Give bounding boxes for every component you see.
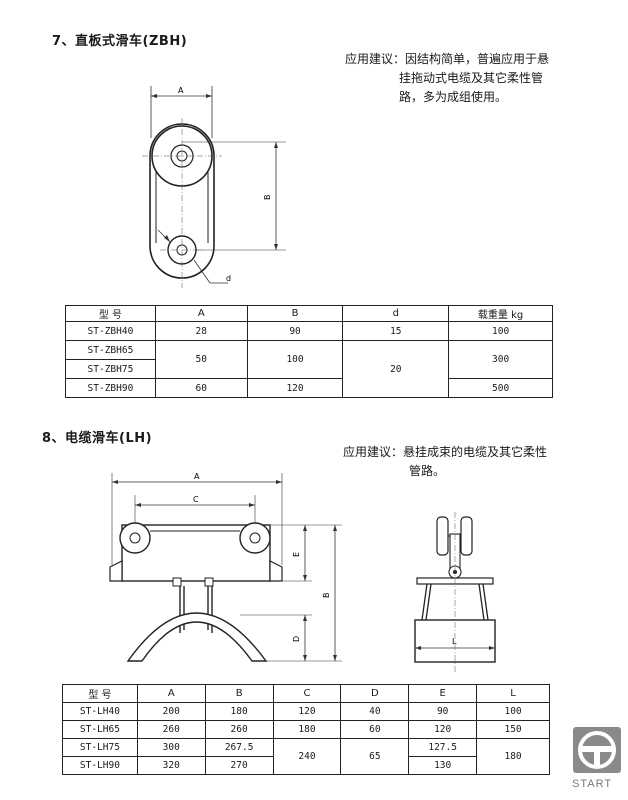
cell-b: 90	[246, 321, 344, 341]
cell-a: 300	[136, 738, 206, 757]
cell-model: ST-ZBH75	[65, 359, 156, 379]
cell-b: 267.5	[204, 738, 274, 757]
header-d: d	[342, 305, 450, 322]
cell-c: 120	[272, 702, 342, 721]
cell-d-merged: 65	[340, 738, 410, 775]
table-row: ST-LH65 260 260 180 60 120 150	[62, 720, 550, 739]
table-row: ST-LH40 200 180 120 40 90 100	[62, 702, 550, 721]
dim-e-label: E	[292, 552, 301, 557]
cell-model: ST-ZBH90	[65, 378, 156, 398]
cell-load: 100	[448, 321, 553, 341]
dim-b-label: B	[263, 195, 272, 201]
cell-model: ST-ZBH65	[65, 340, 156, 360]
header-a: A	[154, 305, 248, 322]
dim-l-label: L	[452, 637, 457, 646]
cell-d: 40	[340, 702, 410, 721]
header-model: 型 号	[62, 684, 138, 703]
start-logo-text: START	[572, 778, 613, 790]
cell-c-merged: 240	[272, 738, 342, 775]
header-load: 载重量 kg	[448, 305, 553, 322]
cell-a-merged: 50	[154, 340, 248, 379]
cell-l-merged: 180	[476, 738, 550, 775]
lh-trolley-front-drawing: A C E B D	[109, 472, 342, 662]
zbh-trolley-drawing: A B d	[142, 86, 286, 288]
cell-e: 130	[408, 756, 478, 775]
dim-d-label: d	[226, 274, 231, 283]
header-b: B	[204, 684, 274, 703]
cell-a: 28	[154, 321, 248, 341]
section-7-application-note: 应用建议：因结构简单，普遍应用于悬 挂拖动式电缆及其它柔性管 路，多为成组使用。	[345, 50, 595, 107]
table-row: ST-LH75 300 267.5 240 65 127.5 180	[62, 738, 550, 775]
cell-b: 270	[204, 756, 274, 775]
section-8-heading: 8、电缆滑车(LH)	[42, 431, 153, 446]
dim-b-label: B	[322, 593, 331, 599]
cell-model: ST-LH90	[62, 756, 138, 775]
section-8-application-note: 应用建议：悬挂成束的电缆及其它柔性 管路。	[343, 443, 603, 481]
section-7-heading: 7、直板式滑车(ZBH)	[52, 34, 188, 49]
cell-model: ST-LH75	[62, 738, 138, 757]
header-model: 型 号	[65, 305, 156, 322]
cell-d: 15	[342, 321, 450, 341]
cell-l: 150	[476, 720, 550, 739]
cell-d: 60	[340, 720, 410, 739]
header-c: C	[272, 684, 342, 703]
cell-b-merged: 100	[246, 340, 344, 379]
cell-a: 320	[136, 756, 206, 775]
table-row: ST-ZBH40 28 90 15 100	[65, 321, 553, 341]
cell-load: 500	[448, 378, 553, 398]
header-l: L	[476, 684, 550, 703]
table-row: ST-LH90 320 270 130	[62, 756, 550, 775]
cell-model: ST-LH65	[62, 720, 138, 739]
cell-a: 260	[136, 720, 206, 739]
cell-model: ST-LH40	[62, 702, 138, 721]
cell-d-merged: 20	[342, 340, 450, 398]
cell-model: ST-ZBH40	[65, 321, 156, 341]
lh-spec-table: 型 号 A B C D E L ST-LH40 200 180 120 40 9…	[62, 684, 550, 775]
header-b: B	[246, 305, 344, 322]
dim-d-label: D	[292, 636, 301, 642]
cell-load-merged: 300	[448, 340, 553, 379]
note-line: 应用建议：因结构简单，普遍应用于悬	[345, 52, 550, 66]
table-row: ST-ZBH65 50 100 20 300	[65, 340, 553, 398]
dim-a-label: A	[194, 472, 200, 481]
cell-a: 60	[154, 378, 248, 398]
start-logo-icon	[573, 727, 621, 773]
note-line: 管路。	[409, 464, 446, 478]
cell-e: 127.5	[408, 738, 478, 757]
header-e: E	[408, 684, 478, 703]
table-header-row: 型 号 A B d 载重量 kg	[65, 305, 553, 322]
zbh-spec-table: 型 号 A B d 载重量 kg ST-ZBH40 28 90 15 100 S…	[65, 305, 553, 398]
table-header-row: 型 号 A B C D E L	[62, 684, 550, 703]
cell-l: 100	[476, 702, 550, 721]
cell-e: 120	[408, 720, 478, 739]
header-d: D	[340, 684, 410, 703]
note-line: 挂拖动式电缆及其它柔性管	[399, 71, 544, 85]
dim-c-label: C	[193, 495, 199, 504]
start-logo: START	[572, 726, 622, 794]
note-line: 应用建议：悬挂成束的电缆及其它柔性	[343, 445, 548, 459]
cell-b: 120	[246, 378, 344, 398]
note-line: 路，多为成组使用。	[399, 90, 508, 104]
cell-a: 200	[136, 702, 206, 721]
cell-e: 90	[408, 702, 478, 721]
cell-b: 260	[204, 720, 274, 739]
cell-c: 180	[272, 720, 342, 739]
cell-b: 180	[204, 702, 274, 721]
header-a: A	[136, 684, 206, 703]
lh-trolley-side-drawing: L	[414, 512, 496, 672]
table-row: ST-ZBH90 60 120 500	[65, 378, 553, 398]
dim-a-label: A	[178, 86, 184, 95]
